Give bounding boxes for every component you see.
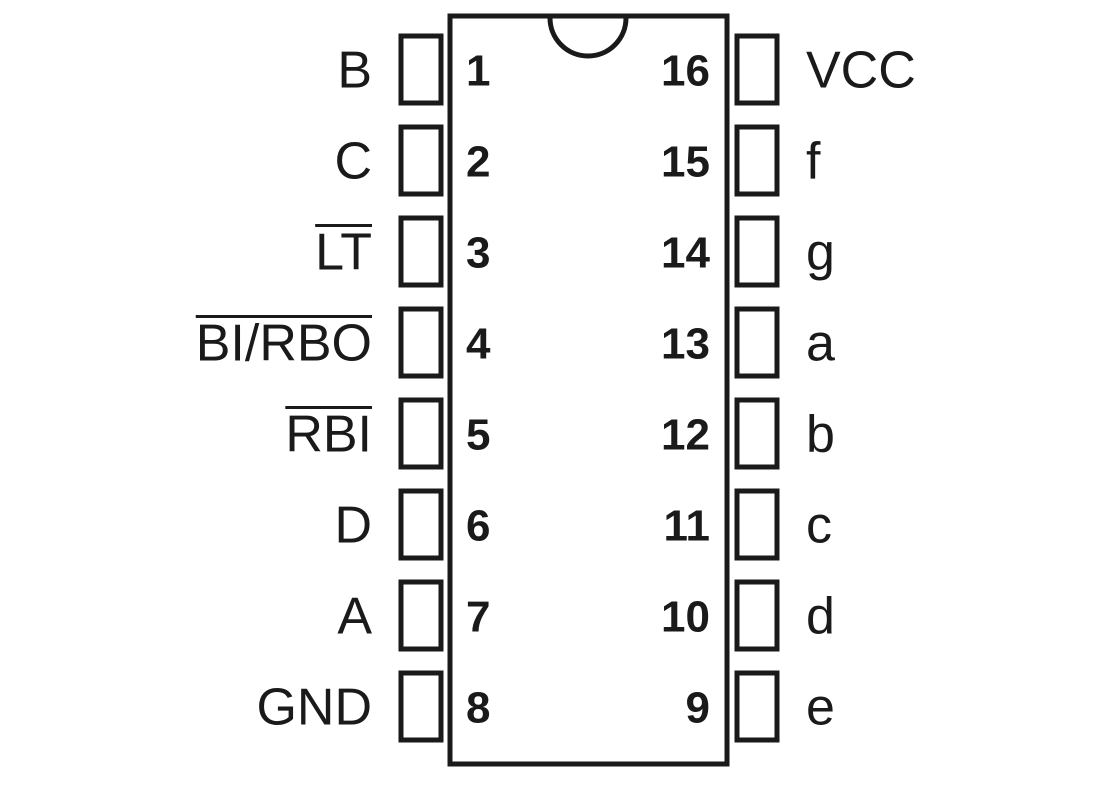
pin-label: LT	[315, 224, 372, 282]
pin-number: 1	[466, 47, 490, 96]
pin-10-lead	[734, 579, 780, 652]
pin-14-lead	[734, 215, 780, 288]
pin-5: 5 RBI	[285, 397, 490, 470]
pin-6-lead	[398, 488, 444, 561]
pin-number: 4	[466, 320, 491, 369]
pin-label: RBI	[285, 406, 372, 464]
pin-number: 14	[661, 229, 710, 278]
pin-number: 15	[661, 138, 710, 187]
pin-label: d	[806, 588, 835, 646]
pin-label: C	[334, 133, 372, 191]
pin-4: 4 BI/RBO	[195, 306, 491, 379]
pin-7: 7A	[337, 579, 490, 652]
pin-number: 10	[661, 593, 710, 642]
pin-label: g	[806, 224, 835, 282]
pin-number: 11	[663, 502, 710, 551]
pin-number: 9	[686, 684, 710, 733]
pin-3-lead	[398, 215, 444, 288]
pin-12: 12 b	[661, 397, 835, 470]
pin-label: b	[806, 406, 835, 464]
pin-label: GND	[256, 679, 372, 737]
pin-number: 2	[466, 138, 490, 187]
pin-6: 6D	[334, 488, 490, 561]
pin-13-lead	[734, 306, 780, 379]
pin-label: f	[806, 133, 821, 191]
pin-4-lead	[398, 306, 444, 379]
pin-2: 2C	[334, 124, 490, 197]
pin-8-lead	[398, 670, 444, 743]
pin-number: 16	[661, 47, 710, 96]
pin-16: 16 VCC	[661, 33, 916, 106]
pin-number: 6	[466, 502, 490, 551]
pin-label: D	[334, 497, 372, 555]
pin-number: 3	[466, 229, 490, 278]
pin-1-lead	[398, 33, 444, 106]
pin-label: BI/RBO	[196, 315, 372, 373]
pin-2-lead	[398, 124, 444, 197]
pin-16-lead	[734, 33, 780, 106]
pin-3: 3 LT	[315, 215, 490, 288]
pin-14: 14 g	[661, 215, 835, 288]
pin-12-lead	[734, 397, 780, 470]
pin-10: 10 d	[661, 579, 835, 652]
pin-number: 13	[661, 320, 710, 369]
pin-9-lead	[734, 670, 780, 743]
pin-label: A	[337, 588, 372, 646]
pin-11-lead	[734, 488, 780, 561]
pin-label: e	[806, 679, 835, 737]
pin-label: B	[337, 42, 372, 100]
pin-11: 11 c	[663, 488, 832, 561]
pin-7-lead	[398, 579, 444, 652]
pin-label: VCC	[806, 42, 916, 100]
pin-number: 7	[466, 593, 490, 642]
pin-label: c	[806, 497, 832, 555]
pin-label: a	[806, 315, 835, 373]
orientation-notch	[547, 17, 629, 59]
pin-1: 1B	[337, 33, 490, 106]
pin-5-lead	[398, 397, 444, 470]
pin-15-lead	[734, 124, 780, 197]
pin-number: 5	[466, 411, 490, 460]
pin-number: 12	[661, 411, 710, 460]
pin-number: 8	[466, 684, 490, 733]
chip-body	[447, 13, 730, 767]
pin-8: 8 GND	[256, 670, 490, 743]
pin-13: 13 a	[661, 306, 835, 379]
pin-15: 15 f	[661, 124, 821, 197]
